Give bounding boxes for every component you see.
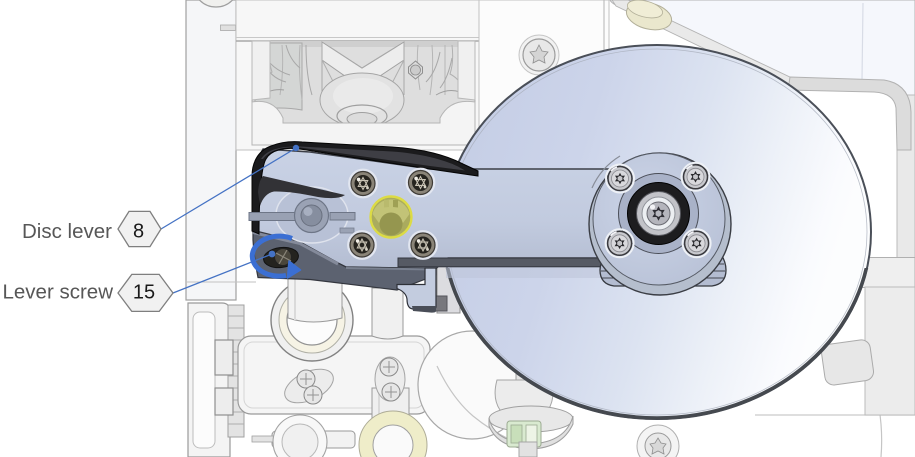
svg-text:Lever screw: Lever screw (2, 281, 113, 304)
svg-text:8: 8 (133, 221, 144, 243)
svg-text:15: 15 (133, 282, 155, 304)
svg-text:Disc lever: Disc lever (22, 220, 112, 243)
